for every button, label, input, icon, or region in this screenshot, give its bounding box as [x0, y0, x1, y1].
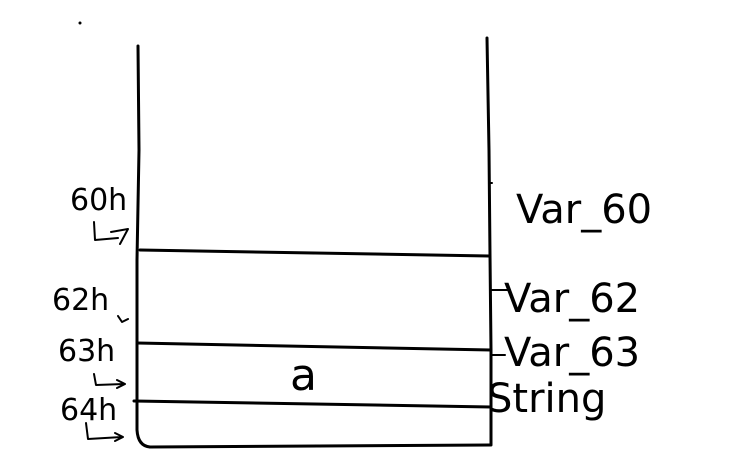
memory-cell-value: a — [290, 350, 317, 401]
address-label-63h: 63h — [58, 334, 115, 369]
variable-label-var-63: Var_63 — [504, 330, 640, 376]
memory-divider-60h — [138, 248, 491, 258]
memory-divider-64h — [132, 399, 493, 409]
address-arrow-63h — [93, 373, 126, 389]
memory-divider-63h — [135, 341, 493, 352]
address-arrow-62h — [117, 315, 129, 323]
memory-column-left-wall — [135, 44, 152, 449]
address-label-62h: 62h — [52, 283, 109, 318]
address-arrow-60h — [93, 221, 129, 245]
address-label-60h: 60h — [70, 183, 127, 218]
variable-label-var-62: Var_62 — [504, 276, 640, 322]
variable-label-string: String — [487, 376, 606, 422]
address-label-64h: 64h — [60, 393, 117, 428]
variable-label-var-60: Var_60 — [516, 187, 652, 233]
address-arrow-64h — [85, 422, 124, 442]
stray-dot — [78, 21, 82, 25]
memory-column-bottom — [148, 443, 492, 449]
